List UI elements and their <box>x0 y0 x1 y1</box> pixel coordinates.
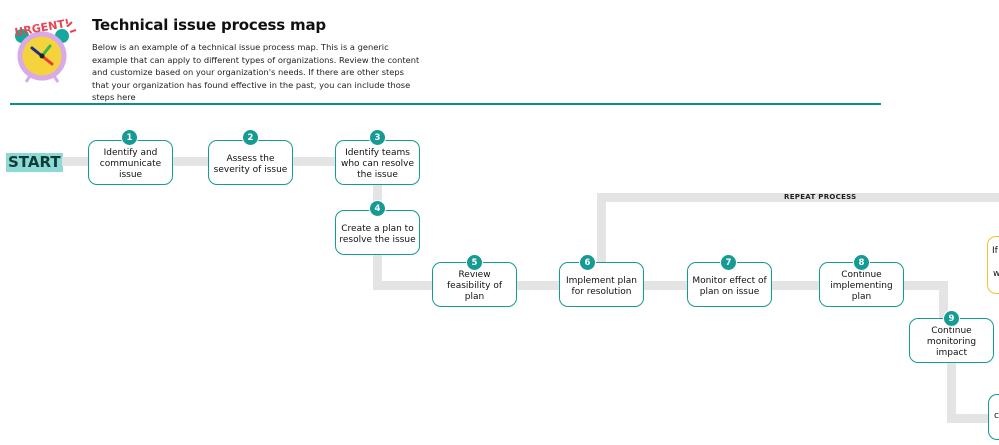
step-6-number: 6 <box>579 254 596 271</box>
partial-next-step-text: c <box>994 411 999 421</box>
step-1-number: 1 <box>121 129 138 146</box>
step-1-box: Identify and communicate issue <box>88 140 173 185</box>
step-2-number: 2 <box>242 129 259 146</box>
urgent-alarm-clock-logo: URGENT! <box>14 17 77 83</box>
step-3-box: Identify teams who can resolve the issue <box>335 140 420 185</box>
step-8-label: Continue implementing plan <box>830 270 893 302</box>
step-1-label: Identify and communicate issue <box>99 148 162 180</box>
connector-4-down <box>373 254 382 290</box>
step-2-box: Assess the severity of issue <box>208 140 293 185</box>
repeat-loop-vertical <box>597 193 606 263</box>
repeat-process-label: REPEAT PROCESS <box>784 193 857 201</box>
step-7-label: Monitor effect of plan on issue <box>692 275 767 297</box>
step-4-number: 4 <box>369 200 386 217</box>
partial-condition-box: If w <box>987 236 999 294</box>
step-9-number: 9 <box>943 310 960 327</box>
start-label: START <box>6 153 63 172</box>
page-title: Technical issue process map <box>92 16 326 34</box>
connector-7-8 <box>771 281 821 290</box>
connector-5-6 <box>516 281 560 290</box>
connector-9-down <box>947 362 956 422</box>
step-5-number: 5 <box>466 254 483 271</box>
connector-8-9-vertical <box>939 281 948 321</box>
step-4-label: Create a plan to resolve the issue <box>339 223 416 245</box>
step-3-number: 3 <box>369 129 386 146</box>
page-description: Below is an example of a technical issue… <box>92 42 420 102</box>
step-9-box: Continue monitoring impact <box>909 318 994 363</box>
connector-2-3 <box>292 157 336 166</box>
repeat-loop-horizontal <box>597 193 999 202</box>
step-9-label: Continue monitoring impact <box>926 326 977 358</box>
partial-condition-text-2: w <box>993 269 999 279</box>
connector-6-7 <box>643 281 688 290</box>
partial-next-step-box: c <box>988 394 999 440</box>
connector-4-5 <box>373 281 433 290</box>
connector-1-2 <box>172 157 210 166</box>
connector-start-1 <box>62 157 90 166</box>
step-8-number: 8 <box>853 254 870 271</box>
connector-9-right <box>947 414 989 423</box>
partial-condition-text-1: If <box>992 246 998 256</box>
header-divider <box>10 103 881 105</box>
connector-3-4 <box>373 184 382 212</box>
step-2-label: Assess the severity of issue <box>213 153 288 175</box>
step-6-box: Implement plan for resolution <box>559 262 644 307</box>
step-6-label: Implement plan for resolution <box>565 275 637 297</box>
step-7-number: 7 <box>720 254 737 271</box>
connector-8-9-horizontal <box>903 281 948 290</box>
step-4-box: Create a plan to resolve the issue <box>335 210 420 255</box>
step-5-label: Review feasibility of plan <box>446 270 502 302</box>
step-3-label: Identify teams who can resolve the issue <box>340 148 415 180</box>
